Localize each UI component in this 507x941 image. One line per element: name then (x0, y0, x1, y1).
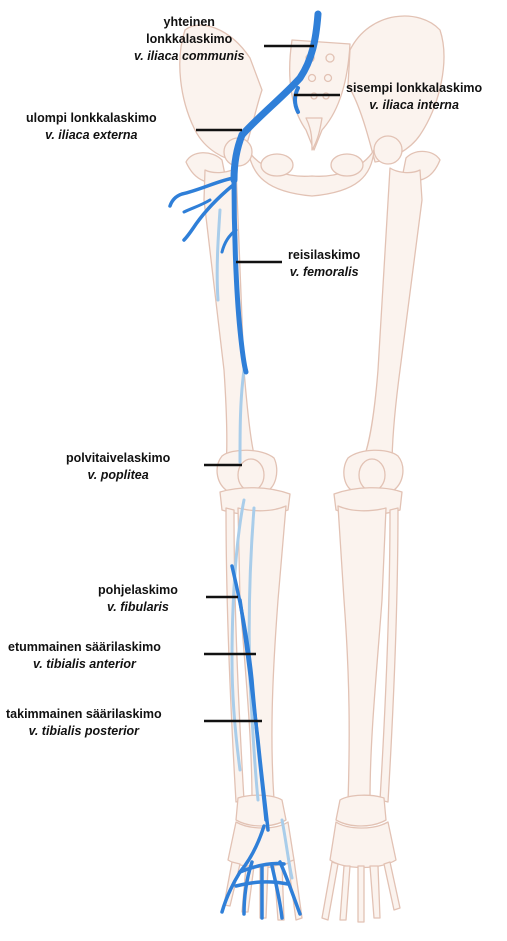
label-tibialis-posterior-name: takimmainen säärilaskimo (6, 706, 162, 723)
left-femur-shaft (362, 168, 422, 466)
sacral-foramen (326, 54, 334, 62)
label-femoralis: reisilaskimo v. femoralis (288, 247, 360, 281)
label-iliaca-externa-latin: v. iliaca externa (26, 127, 157, 144)
left-tibia (338, 506, 386, 802)
skeleton (180, 16, 444, 922)
label-iliaca-communis-name-1: yhteinen (134, 14, 244, 31)
label-iliaca-externa: ulompi lonkkalaskimo v. iliaca externa (26, 110, 157, 144)
label-tibialis-anterior-name: etummainen säärilaskimo (8, 639, 161, 656)
label-tibialis-posterior-latin: v. tibialis posterior (6, 723, 162, 740)
label-iliaca-interna-name: sisempi lonkkalaskimo (346, 80, 482, 97)
left-metatarsal (358, 866, 364, 922)
label-fibularis: pohjelaskimo v. fibularis (98, 582, 178, 616)
sacral-foramen (309, 75, 316, 82)
sacral-foramen (325, 75, 332, 82)
left-tarsals (330, 822, 396, 868)
label-poplitea: polvitaivelaskimo v. poplitea (66, 450, 170, 484)
left-metatarsal (370, 866, 380, 918)
left-femur-head (374, 136, 402, 164)
left-patella (359, 459, 385, 491)
label-fibularis-name: pohjelaskimo (98, 582, 178, 599)
left-obturator (331, 154, 363, 176)
label-iliaca-interna: sisempi lonkkalaskimo v. iliaca interna (346, 80, 482, 114)
left-foot (322, 822, 400, 922)
right-ankle (236, 795, 286, 826)
left-lower-leg (334, 488, 402, 826)
label-tibialis-anterior-latin: v. tibialis anterior (8, 656, 161, 673)
label-iliaca-communis-name-2: lonkkalaskimo (134, 31, 244, 48)
label-iliaca-externa-name: ulompi lonkkalaskimo (26, 110, 157, 127)
label-poplitea-latin: v. poplitea (66, 467, 170, 484)
left-femur (344, 136, 440, 495)
label-femoralis-latin: v. femoralis (288, 264, 360, 281)
label-femoralis-name: reisilaskimo (288, 247, 360, 264)
right-femur (186, 138, 277, 495)
label-iliaca-communis-latin: v. iliaca communis (134, 48, 244, 65)
left-metatarsal (322, 862, 338, 920)
right-femur-shaft (204, 168, 256, 466)
label-iliaca-interna-latin: v. iliaca interna (346, 97, 482, 114)
label-poplitea-name: polvitaivelaskimo (66, 450, 170, 467)
right-obturator (261, 154, 293, 176)
left-ankle (336, 795, 386, 826)
label-fibularis-latin: v. fibularis (98, 599, 178, 616)
left-metatarsal (340, 866, 350, 920)
left-metatarsal (384, 862, 400, 910)
label-tibialis-posterior: takimmainen säärilaskimo v. tibialis pos… (6, 706, 162, 740)
label-tibialis-anterior: etummainen säärilaskimo v. tibialis ante… (8, 639, 161, 673)
label-iliaca-communis: yhteinen lonkkalaskimo v. iliaca communi… (134, 14, 244, 65)
